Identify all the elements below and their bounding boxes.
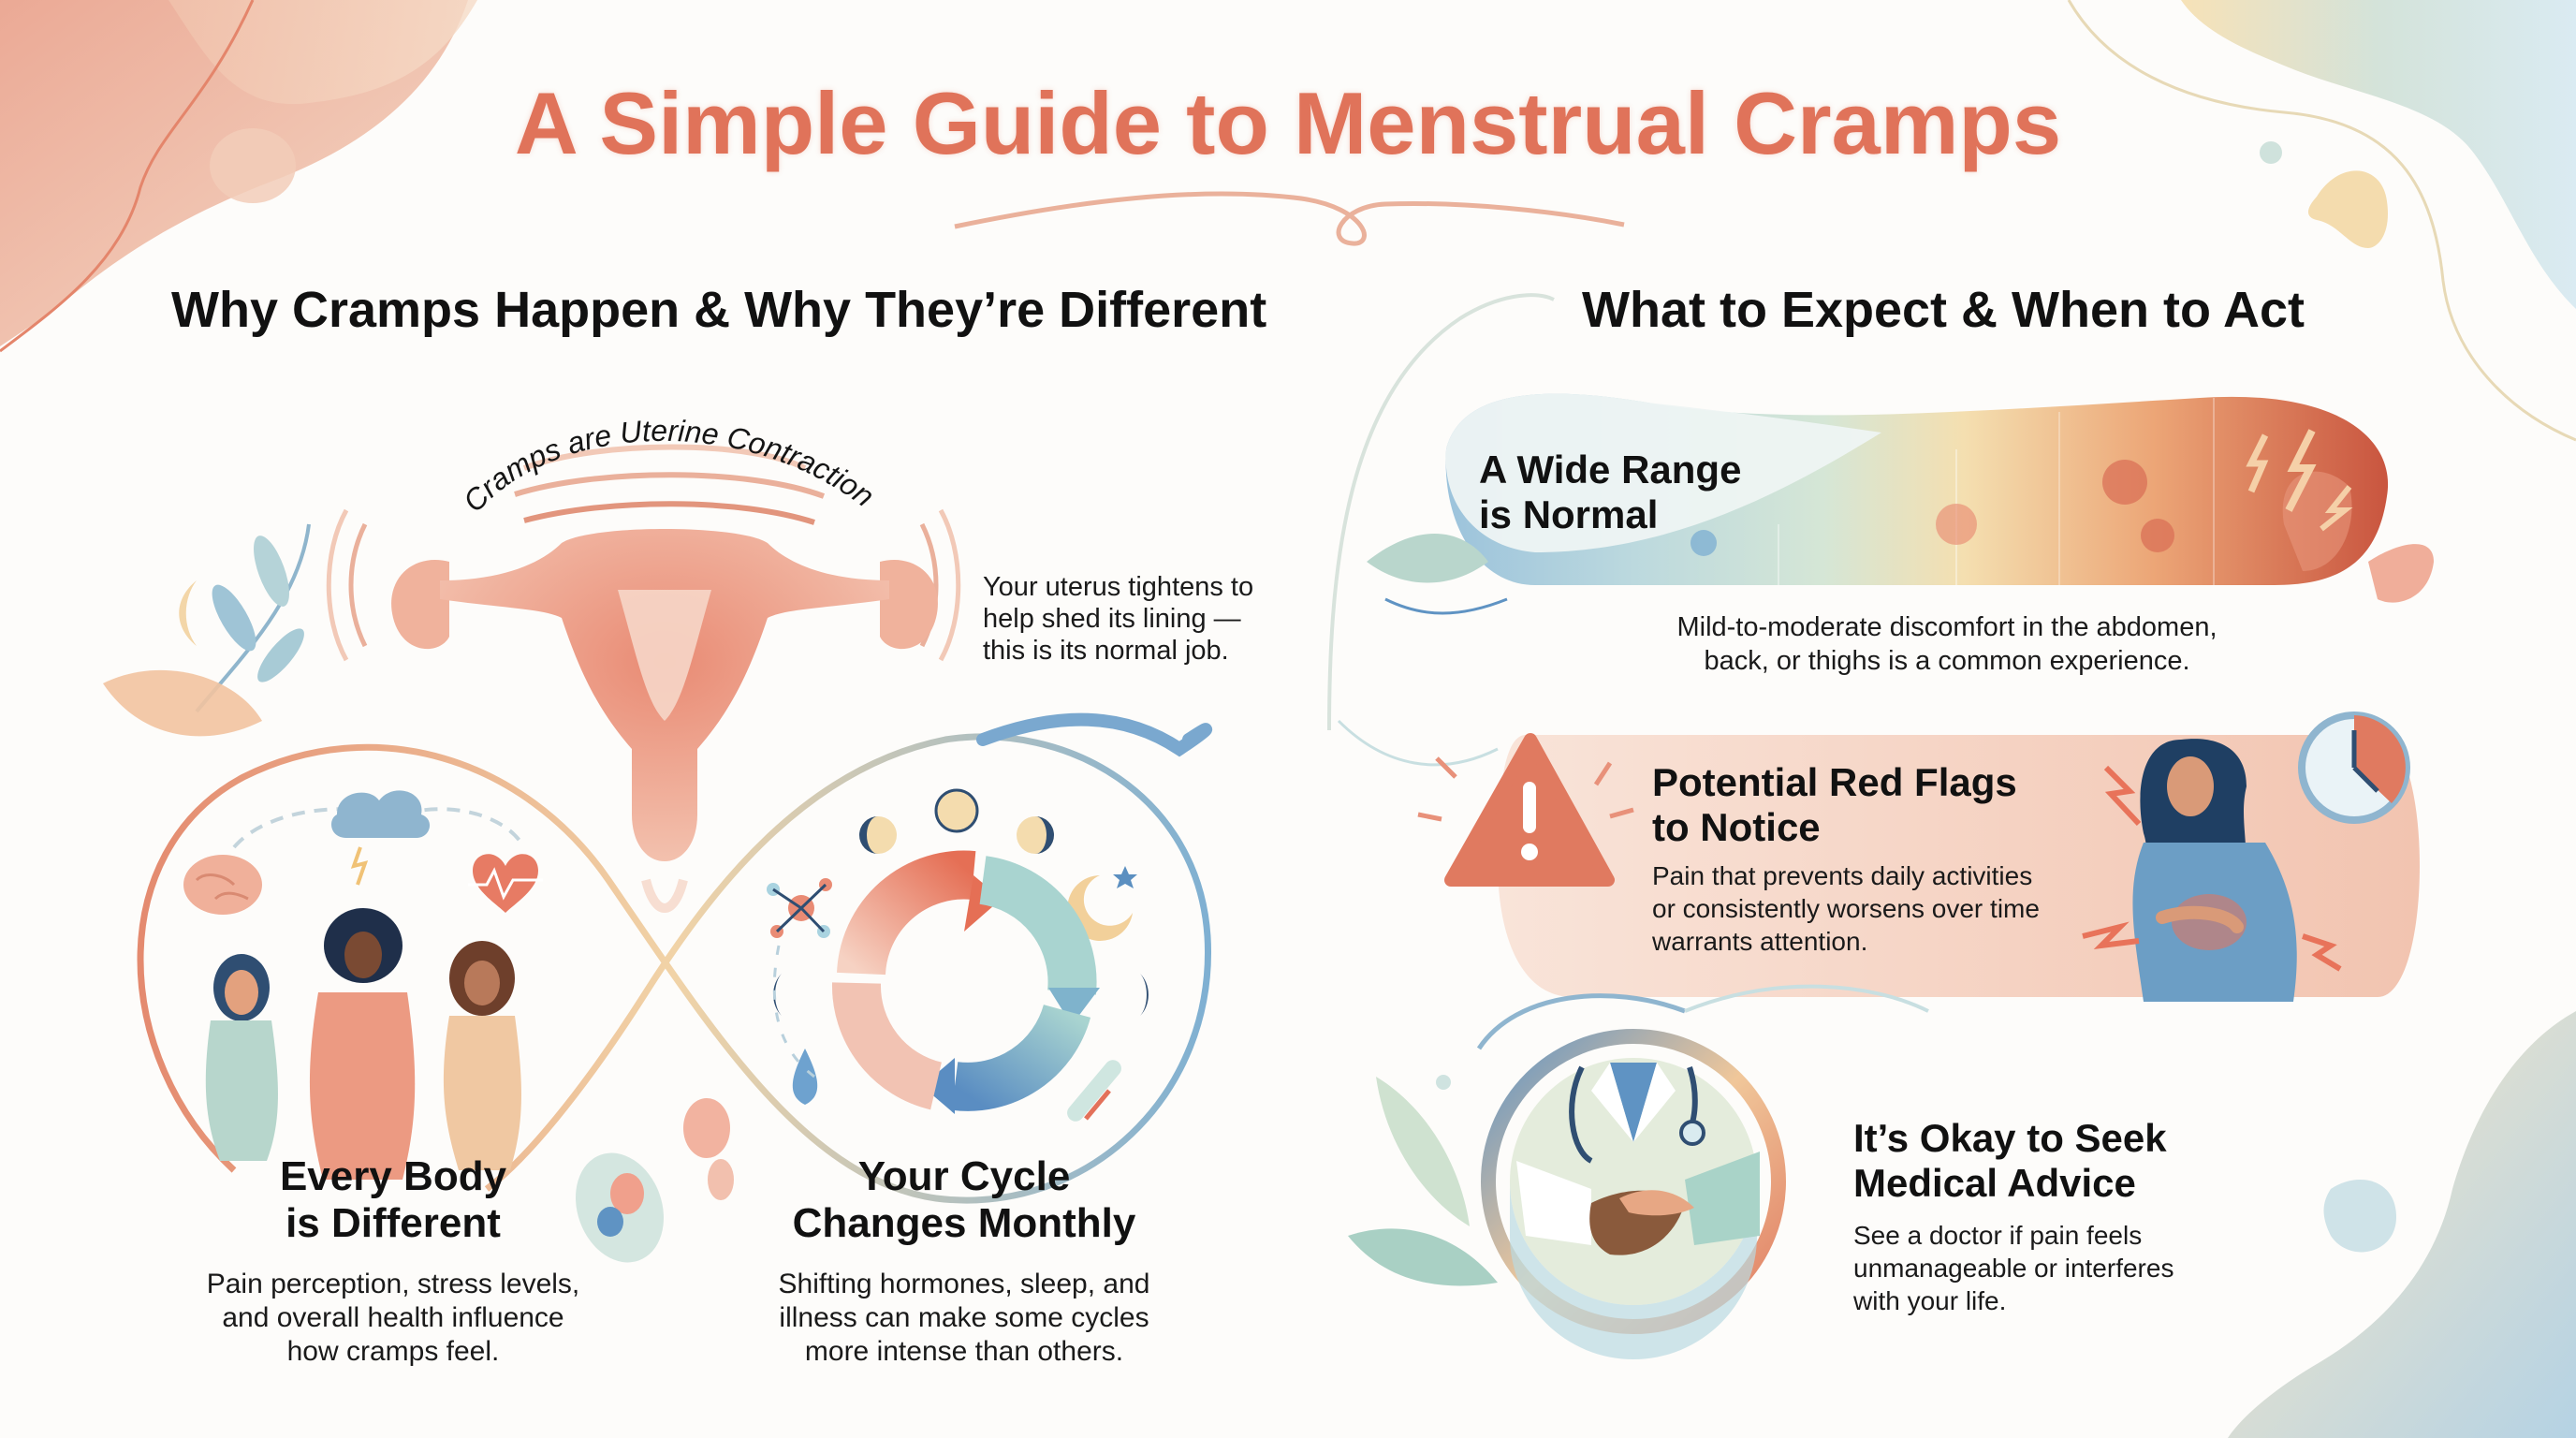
right-section-heading: What to Expect & When to Act: [1582, 282, 2305, 338]
uterus-illustration: [391, 529, 938, 913]
red-flags-heading: Potential Red Flags to Notice: [1652, 760, 2017, 849]
medical-advice-card: It’s Okay to Seek Medical Advice See a d…: [1853, 1116, 2284, 1317]
medical-advice-text: See a doctor if pain feels unmanageable …: [1853, 1221, 2174, 1315]
page-title: A Simple Guide to Menstrual Cramps: [514, 74, 2062, 172]
cycle-card: Your Cycle Changes Monthly Shifting horm…: [739, 1153, 1189, 1369]
lightning-bolt-icon: [2247, 426, 2359, 538]
cycle-heading: Your Cycle Changes Monthly: [792, 1153, 1136, 1246]
every-body-illustration: [183, 790, 543, 1180]
red-flags-text: Pain that prevents daily activities or c…: [1652, 861, 2040, 956]
every-body-heading: Every Body is Different: [279, 1153, 507, 1246]
doctor-handshake-icon: [1488, 1036, 1778, 1327]
heartbeat-icon: [468, 847, 543, 915]
wide-range-text: Mild-to-moderate discomfort in the abdom…: [1676, 612, 2217, 676]
cycle-arrows-icon: [847, 871, 1100, 1114]
storm-cloud-icon: [328, 786, 435, 889]
medical-advice-heading: It’s Okay to Seek Medical Advice: [1853, 1116, 2167, 1205]
uterus-description: Your uterus tightens to help shed its li…: [983, 572, 1254, 666]
clock-icon: [2302, 715, 2407, 820]
every-body-text: Pain perception, stress levels, and over…: [206, 1269, 580, 1367]
uterus-arc-label: Cramps are Uterine Contractions: [431, 393, 881, 519]
warning-triangle-icon: [1451, 740, 1610, 880]
wide-range-heading: A Wide Range is Normal: [1479, 448, 1742, 536]
left-section-heading: Why Cramps Happen & Why They’re Differen…: [171, 282, 1267, 338]
cycle-text: Shifting hormones, sleep, and illness ca…: [778, 1269, 1150, 1367]
every-body-card: Every Body is Different Pain perception,…: [168, 1153, 618, 1369]
svg-text:Cramps are Uterine Contraction: Cramps are Uterine Contractions: [431, 393, 881, 519]
cycle-illustration: [767, 788, 1149, 1122]
brain-icon: [183, 855, 262, 915]
red-flags-card: Potential Red Flags to Notice Pain that …: [1652, 760, 2101, 958]
